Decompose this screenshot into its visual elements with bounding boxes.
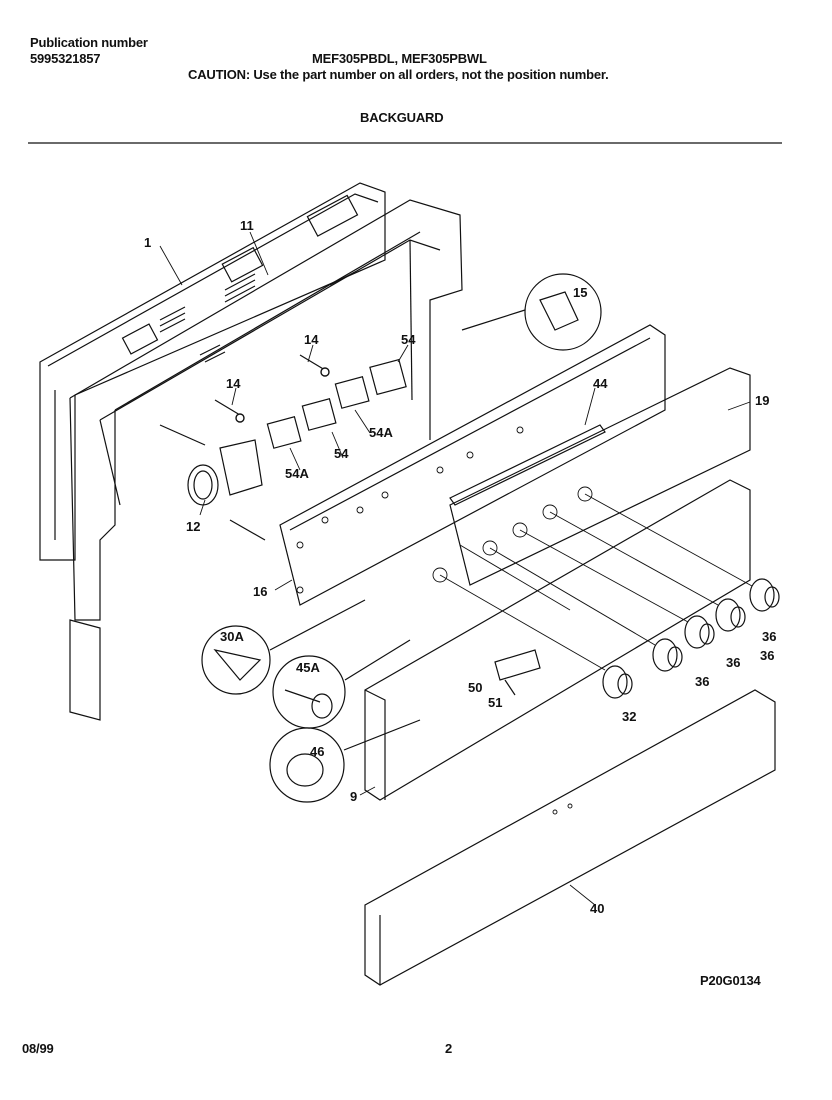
revision-date: 08/99: [22, 1041, 54, 1056]
callout-9: 9: [350, 789, 357, 804]
detail-circle-15: [461, 273, 602, 351]
callout-12: 12: [186, 519, 200, 534]
callout-14-lower: 14: [226, 376, 241, 391]
callout-36-b: 36: [726, 655, 740, 670]
callout-15: 15: [573, 285, 587, 300]
callout-11: 11: [240, 218, 254, 233]
callout-46: 46: [310, 744, 324, 759]
callout-16: 16: [253, 584, 267, 599]
knob-leader-lines: [439, 493, 753, 671]
callout-19: 19: [755, 393, 769, 408]
lower-trim-panel: [364, 479, 751, 801]
drawing-id: P20G0134: [700, 973, 761, 988]
bracket-50-51: [494, 649, 541, 696]
callout-36-c: 36: [760, 648, 774, 663]
side-trim-strip: [69, 619, 101, 721]
knob-36-c: [715, 598, 746, 632]
backguard-inner-frame: [69, 199, 463, 621]
callout-30A: 30A: [220, 629, 244, 644]
callout-51: 51: [488, 695, 502, 710]
publication-number: 5995321857: [30, 51, 101, 66]
callout-44: 44: [593, 376, 608, 391]
knob-36-a: [652, 638, 683, 672]
callout-54-lower: 54: [334, 446, 349, 461]
control-panel-overlay: [432, 367, 751, 586]
callout-54A-left: 54A: [285, 466, 309, 481]
end-trim-40: [364, 689, 776, 986]
callout-1: 1: [144, 235, 151, 250]
control-panel-plate: [279, 324, 666, 606]
component-cluster: [159, 354, 407, 541]
callout-14-upper: 14: [304, 332, 319, 347]
detail-circle-45A: [272, 639, 411, 729]
callout-54-upper: 54: [401, 332, 416, 347]
page-number: 2: [445, 1041, 453, 1056]
callout-45A: 45A: [296, 660, 320, 675]
callout-36-a: 36: [695, 674, 709, 689]
publication-label: Publication number: [30, 35, 148, 50]
detail-circle-30A: [201, 599, 366, 695]
knob-32: [602, 665, 633, 699]
knob-36-d: [749, 578, 780, 612]
knob-36-b: [684, 615, 715, 649]
callout-54A-right: 54A: [369, 425, 393, 440]
callout-36-d: 36: [762, 629, 776, 644]
trim-strip-44: [449, 424, 606, 506]
caution-note: CAUTION: Use the part number on all orde…: [188, 67, 609, 82]
backguard-rear-panel: [39, 182, 386, 561]
section-title: BACKGUARD: [360, 110, 444, 125]
detail-circle-46: [269, 719, 421, 803]
model-numbers: MEF305PBDL, MEF305PBWL: [312, 51, 487, 66]
callout-32: 32: [622, 709, 636, 724]
callout-50: 50: [468, 680, 482, 695]
callout-40: 40: [590, 901, 604, 916]
callout-leaders: [159, 231, 751, 906]
